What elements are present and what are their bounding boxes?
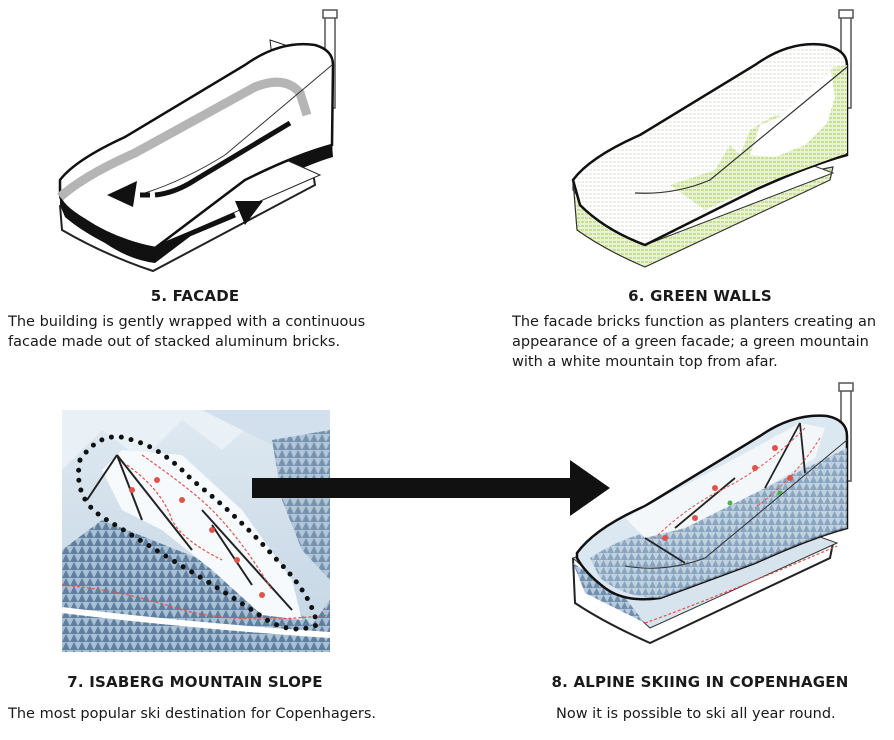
panel-description: The building is gently wrapped with a co… bbox=[8, 312, 365, 352]
description-line: The building is gently wrapped with a co… bbox=[8, 314, 366, 330]
arrow-left bbox=[154, 120, 292, 198]
panel-title: 6. GREEN WALLS bbox=[628, 287, 772, 305]
alpine-skiing-diagram bbox=[565, 378, 865, 653]
green-walls-diagram bbox=[565, 5, 865, 275]
description-line: appearance of a green facade; a green mo… bbox=[512, 334, 869, 350]
description-line: Now it is possible to ski all year round… bbox=[556, 706, 836, 722]
roof-outline bbox=[58, 43, 335, 250]
panel-title: 7. ISABERG MOUNTAIN SLOPE bbox=[67, 673, 323, 691]
roof-outline bbox=[571, 43, 849, 247]
slope-boundary-dotted bbox=[76, 434, 320, 632]
facade-grey-band bbox=[57, 77, 312, 201]
panel-description: The facade bricks function as planters c… bbox=[512, 312, 876, 372]
transfer-arrow bbox=[252, 460, 612, 520]
arrow-right bbox=[162, 212, 236, 248]
facade-diagram bbox=[45, 5, 345, 275]
description-line: with a white mountain top from afar. bbox=[512, 354, 778, 370]
panel-description: The most popular ski destination for Cop… bbox=[8, 704, 376, 724]
white-peak bbox=[750, 71, 835, 157]
ski-slope bbox=[102, 450, 302, 620]
panel-title: 8. ALPINE SKIING IN COPENHAGEN bbox=[551, 673, 849, 691]
panel-title: 5. FACADE bbox=[150, 287, 240, 305]
isaberg-map bbox=[62, 410, 330, 652]
description-line: facade made out of stacked aluminum bric… bbox=[8, 334, 341, 350]
panel-description: Now it is possible to ski all year round… bbox=[556, 704, 836, 724]
description-line: The most popular ski destination for Cop… bbox=[8, 706, 377, 722]
description-line: The facade bricks function as planters c… bbox=[512, 314, 877, 330]
